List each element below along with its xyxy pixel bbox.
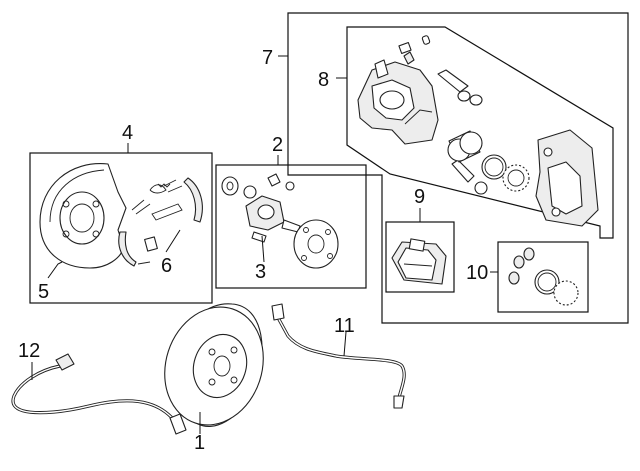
callout-9: 9 xyxy=(414,186,425,208)
callout-5: 5 xyxy=(38,281,49,303)
callout-12: 12 xyxy=(18,340,40,362)
brake-hose-drawing xyxy=(271,303,406,409)
hub-assembly-drawing xyxy=(221,173,339,269)
backing-plate-kit-box xyxy=(29,152,213,304)
caliper-inner-box xyxy=(346,26,614,239)
callout-11: 11 xyxy=(334,315,355,337)
caliper-bracket-drawing xyxy=(535,129,599,227)
callout-6: 6 xyxy=(161,255,172,277)
brake-rotor-drawing xyxy=(164,303,264,427)
backing-plate-drawing xyxy=(39,163,127,269)
piston-drawing xyxy=(447,130,530,192)
leader-lines xyxy=(31,55,498,434)
callout-10: 10 xyxy=(466,262,488,284)
caliper-assembly-box xyxy=(287,12,629,324)
parking-brake-shoes-drawing xyxy=(118,177,203,267)
callout-7: 7 xyxy=(262,47,273,69)
seal-kit-box xyxy=(497,241,589,313)
callout-4: 4 xyxy=(122,122,133,144)
callout-1: 1 xyxy=(194,432,205,454)
caliper-assembly-group xyxy=(287,12,629,324)
brake-pads-drawing xyxy=(391,238,447,285)
seal-kit-drawing xyxy=(508,247,579,306)
callout-3: 3 xyxy=(255,261,266,283)
hub-assembly-box xyxy=(215,164,367,289)
caliper-drawing xyxy=(357,35,439,145)
callout-8: 8 xyxy=(318,69,329,91)
guide-pin-drawing xyxy=(437,69,488,195)
abs-sensor-drawing xyxy=(11,353,187,435)
callout-2: 2 xyxy=(272,134,283,156)
